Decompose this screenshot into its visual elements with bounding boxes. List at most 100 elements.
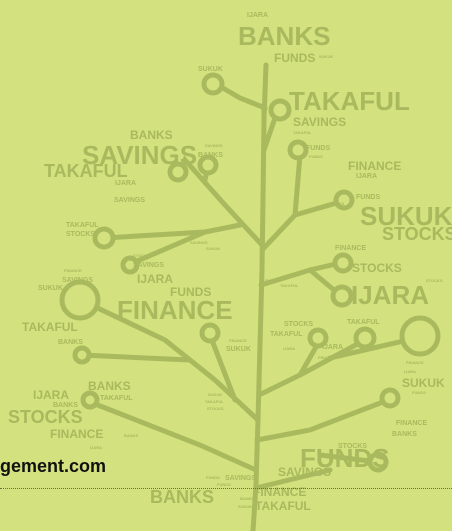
word-banks: BANKS xyxy=(88,379,131,393)
word-savings: SAVINGS xyxy=(190,240,208,245)
branch-low-left-twig xyxy=(207,332,238,403)
node xyxy=(72,345,92,365)
word-ijara: IJARA xyxy=(115,180,137,187)
word-banks: BANKS xyxy=(392,431,417,438)
trunk xyxy=(250,62,269,531)
node xyxy=(287,139,309,161)
word-finance: FINANCE xyxy=(253,485,307,499)
word-takaful: TAKAFUL xyxy=(293,130,312,135)
word-funds: FUNDS xyxy=(274,51,316,65)
word-sukuk: SUKUK xyxy=(38,285,63,292)
word-finance: FINANCE xyxy=(64,268,82,273)
branch-left-long xyxy=(102,222,243,241)
word-ijara: IJARA xyxy=(33,388,70,402)
word-takaful: TAKAFUL xyxy=(289,86,410,116)
word-takaful: TAKAFUL xyxy=(205,399,224,404)
word-funds: FUNDS xyxy=(170,285,212,299)
word-savings: SAVINGS xyxy=(62,277,93,284)
word-banks: BANKS xyxy=(124,433,139,438)
word-takaful: TAKAFUL xyxy=(280,283,299,288)
branch-right-bottom xyxy=(254,397,391,443)
word-stocks: STOCKS xyxy=(207,406,224,411)
word-sukuk: SUKUK xyxy=(226,346,251,353)
word-ijara: IJARA xyxy=(90,445,103,450)
word-savings: SAVINGS xyxy=(225,475,256,482)
word-takaful: TAKAFUL xyxy=(255,499,311,513)
word-stocks: STOCKS xyxy=(426,278,443,283)
word-ijara: IJARA xyxy=(247,12,269,19)
word-banks: BANKS xyxy=(58,339,83,346)
word-sukuk: SUKUK xyxy=(402,376,445,390)
word-banks: BANKS xyxy=(238,21,331,51)
word-banks: BANKS xyxy=(150,487,215,507)
word-stocks: STOCKS xyxy=(382,224,452,244)
node xyxy=(80,390,100,410)
branch-right-upper-twig xyxy=(292,199,343,218)
word-funds: BANKS xyxy=(53,402,78,409)
caption-url: gement.com xyxy=(0,456,107,476)
word-ijara: IJARA xyxy=(351,280,430,310)
word-sukuk: SUKUK xyxy=(198,66,223,73)
node xyxy=(201,72,225,96)
branch-left-lower-twig xyxy=(132,229,208,265)
node xyxy=(59,279,101,321)
branch-top-left xyxy=(213,81,268,111)
word-stocks: STOCKS xyxy=(8,407,83,427)
word-takaful: TAKAFUL xyxy=(270,331,303,338)
node xyxy=(379,387,401,409)
node xyxy=(333,189,355,211)
word-sukuk: SUKUK xyxy=(238,504,253,509)
word-funds: FUNDS xyxy=(206,475,220,480)
tree-nodes xyxy=(59,72,441,473)
word-takaful: TAKAFUL xyxy=(347,319,380,326)
word-savings: SAVINGS xyxy=(205,143,223,148)
word-sukuk: SUKUK xyxy=(206,246,221,251)
node xyxy=(199,322,221,344)
word-ijara: IJARA xyxy=(137,272,174,286)
word-finance: FINANCE xyxy=(406,360,424,365)
word-funds: FUNDS xyxy=(265,278,279,283)
branch-right-root xyxy=(253,467,333,491)
word-sukuk: SUKUK xyxy=(319,54,334,59)
node xyxy=(197,154,219,176)
word-takaful: TAKAFUL xyxy=(66,222,99,229)
word-banks: BANKS xyxy=(330,201,345,206)
word-sukuk: SUKUK xyxy=(360,201,452,231)
node xyxy=(367,451,389,473)
word-savings: SAVINGS xyxy=(278,465,332,479)
word-finance: FINANCE xyxy=(335,245,367,252)
word-savings: SAVINGS xyxy=(293,115,347,129)
word-stocks: STOCKS xyxy=(284,321,314,328)
word-funds: FUNDS xyxy=(309,154,323,159)
word-funds: FUNDS xyxy=(356,194,381,201)
word-sukuk: SUKUK xyxy=(208,392,223,397)
word-banks: BANKS xyxy=(240,496,255,501)
word-funds: FUNDS xyxy=(300,443,390,473)
word-banks: BANKS xyxy=(130,128,173,142)
branch-low-left-small xyxy=(79,352,193,363)
word-savings: SAVINGS xyxy=(114,197,145,204)
node xyxy=(353,326,377,350)
word-savings: SAVINGS xyxy=(82,140,198,170)
node xyxy=(330,284,354,308)
node xyxy=(92,226,116,250)
node xyxy=(399,315,441,357)
word-funds: FUNDS xyxy=(306,145,331,152)
node xyxy=(120,255,140,275)
node xyxy=(307,327,329,349)
word-finance: FINANCE xyxy=(229,338,247,343)
word-takaful: TAKAFUL xyxy=(22,320,78,334)
dotted-rule xyxy=(0,488,452,489)
word-ijara: IJARA xyxy=(356,173,378,180)
word-stocks: STOCKS xyxy=(338,443,368,450)
word-finance: FINANCE xyxy=(396,420,428,427)
word-stocks: STOCKS xyxy=(133,253,150,258)
word-finance: FINANCE xyxy=(117,295,233,325)
word-takaful: TAKAFUL xyxy=(100,395,133,402)
branch-right-upper xyxy=(259,152,303,253)
word-funds: FUNDS xyxy=(412,390,426,395)
word-stocks: STOCKS xyxy=(352,261,402,275)
word-takaful: TAKAFUL xyxy=(44,161,128,181)
branch-bottom-left xyxy=(87,399,259,473)
